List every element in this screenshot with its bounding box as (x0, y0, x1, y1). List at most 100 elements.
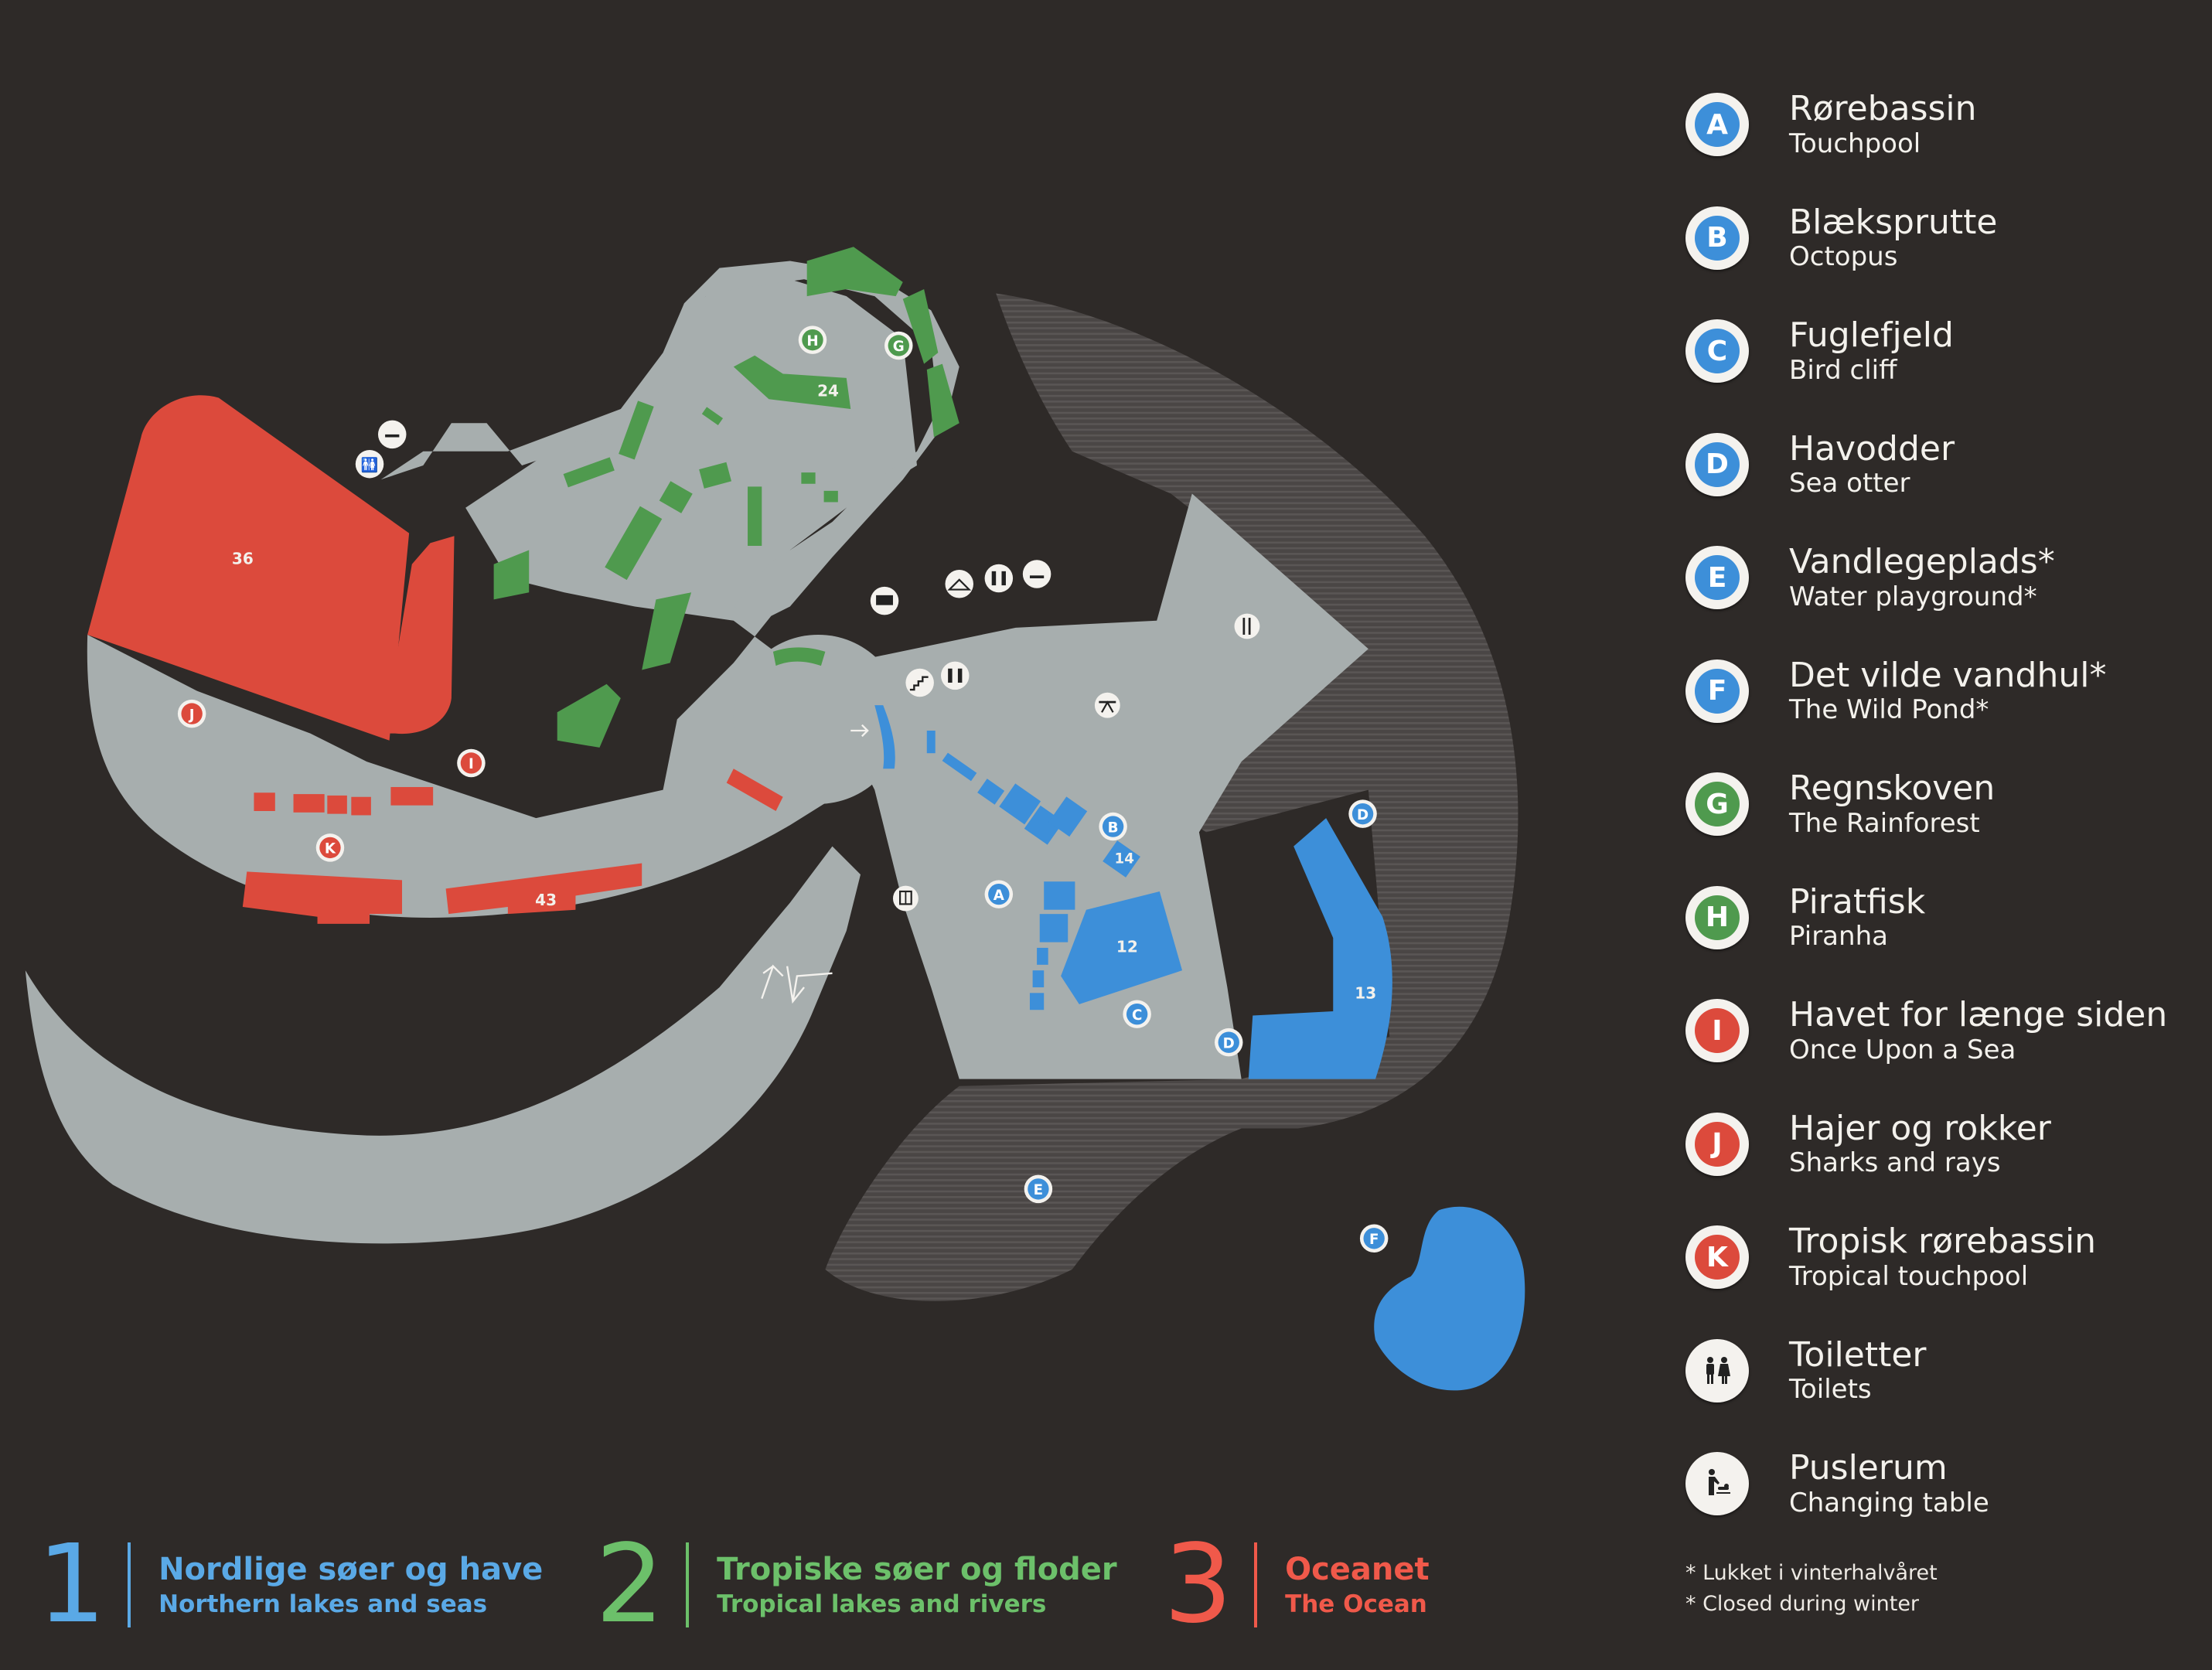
zone-number: 3 (1164, 1522, 1233, 1648)
legend-badge-d: D (1685, 432, 1749, 496)
svg-text:G: G (893, 339, 905, 355)
tank-label-14: 14 (1115, 850, 1134, 867)
zone-number: 2 (595, 1522, 665, 1648)
legend-badge-f: F (1685, 659, 1749, 723)
marker-f[interactable]: F (1359, 1224, 1389, 1252)
legend-subtitle: Changing table (1789, 1487, 1989, 1518)
changing-table-icon (377, 420, 407, 449)
zone-subtitle: Tropical lakes and rivers (717, 1590, 1047, 1618)
legend-subtitle: Once Upon a Sea (1789, 1034, 2016, 1065)
tank-14 (1103, 840, 1140, 878)
legend-title: Regnskoven (1789, 769, 1996, 809)
svg-text:J: J (188, 707, 195, 723)
legend-subtitle: Tropical touchpool (1789, 1260, 2029, 1292)
toilets-icon (1685, 1338, 1749, 1402)
legend-title: Havet for længe siden (1789, 995, 2168, 1035)
legend-title: Piratfisk (1789, 881, 1926, 922)
divider (1254, 1542, 1258, 1627)
tank-i (383, 536, 455, 734)
winter-footnote: * Lukket i vinterhalvåret * Closed durin… (1685, 1558, 1938, 1620)
tank-label-24: 24 (817, 382, 839, 400)
svg-text:B: B (1108, 820, 1119, 836)
svg-text:A: A (994, 888, 1005, 904)
marker-g[interactable]: G (884, 331, 913, 360)
legend-title: Det vilde vandhul* (1789, 655, 2107, 695)
marker-k[interactable]: K (315, 833, 345, 862)
tank-12 (1061, 891, 1183, 1004)
marker-a[interactable]: A (984, 880, 1014, 908)
marker-c[interactable]: C (1123, 1000, 1151, 1028)
zone-subtitle: The Ocean (1285, 1590, 1427, 1618)
legend-subtitle: The Rainforest (1789, 807, 1980, 839)
tank-24 (733, 355, 851, 410)
legend-badge-h: H (1685, 885, 1749, 949)
legend-badge-k: K (1685, 1225, 1749, 1290)
legend-title: Vandlegeplads* (1789, 542, 2055, 582)
changing-table-icon (1022, 560, 1051, 588)
legend-subtitle: Toilets (1789, 1374, 1872, 1405)
tank-36 (87, 395, 410, 741)
zone3-tanks (87, 395, 783, 924)
svg-text:E: E (1034, 1182, 1043, 1198)
marker-b[interactable]: B (1099, 812, 1127, 841)
changing-table-icon (1685, 1452, 1749, 1516)
marker-d-lower[interactable]: D (1214, 1028, 1243, 1057)
legend-badge-g: G (1685, 772, 1749, 837)
legend-subtitle: Piranha (1789, 921, 1888, 952)
marker-d-upper[interactable]: D (1348, 799, 1377, 828)
legend-title: Rørebassin (1789, 89, 1977, 129)
legend-item-f: F Det vilde vandhul*The Wild Pond* (1685, 635, 2196, 748)
svg-text:H: H (806, 333, 818, 349)
legend-badge-j: J (1685, 1112, 1749, 1176)
marker-h[interactable]: H (798, 325, 827, 354)
legend-subtitle: Octopus (1789, 241, 1898, 272)
coffee-shop-icon (870, 586, 899, 615)
zone-subtitle: Northern lakes and seas (158, 1590, 488, 1618)
marker-e[interactable]: E (1024, 1174, 1053, 1204)
marker-i[interactable]: I (457, 748, 486, 778)
wild-pond (1374, 1206, 1525, 1391)
legend-badge-a: A (1685, 93, 1749, 157)
divider (128, 1542, 131, 1627)
toilets-icon: 🚻 (355, 449, 384, 479)
zone2-tanks (493, 247, 959, 748)
legend-badge-e: E (1685, 546, 1749, 610)
tank-label-36: 36 (232, 550, 254, 568)
svg-text:C: C (1132, 1007, 1142, 1024)
zone-title: Oceanet (1285, 1552, 1430, 1587)
legend-subtitle: Sharks and rays (1789, 1147, 2001, 1178)
legend-title: Toiletter (1789, 1334, 1927, 1375)
divider (686, 1542, 690, 1627)
marker-j[interactable]: J (177, 699, 206, 728)
exit-arrows-icon (761, 964, 833, 1004)
legend-title: Hajer og rokker (1789, 1108, 2051, 1148)
picnic-table-icon (1094, 692, 1120, 718)
tank-13 (1248, 818, 1392, 1079)
svg-text:K: K (325, 841, 336, 857)
toilets-icon (984, 564, 1014, 593)
svg-text:I: I (469, 756, 474, 772)
restaurant-icon (1234, 613, 1260, 639)
legend-title: Puslerum (1789, 1448, 1948, 1488)
svg-text:F: F (1369, 1232, 1379, 1248)
legend-title: Havodder (1789, 428, 1955, 469)
legend-subtitle: Bird cliff (1789, 354, 1897, 386)
legend-badge-c: C (1685, 319, 1749, 383)
entrance-arrow-icon (850, 724, 869, 738)
walkway-floor (25, 261, 1368, 1244)
tank-43 (445, 863, 642, 915)
